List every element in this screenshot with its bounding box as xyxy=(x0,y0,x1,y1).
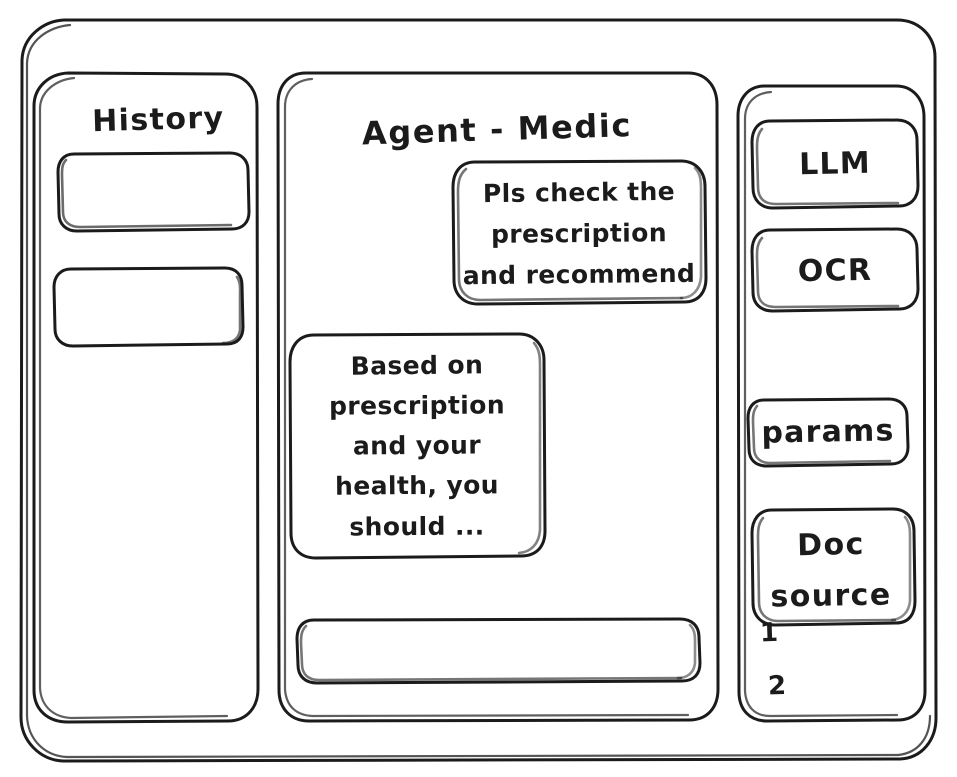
history-title: History xyxy=(92,101,225,140)
llm-button[interactable] xyxy=(750,118,920,210)
doc-source-box[interactable] xyxy=(750,507,917,627)
assistant-message-line-3: and your xyxy=(353,430,482,460)
history-panel xyxy=(32,71,260,724)
agent-panel xyxy=(276,71,720,723)
llm-button-label: LLM xyxy=(799,146,871,182)
history-item-2[interactable] xyxy=(52,266,245,348)
doc-source-line-1: Doc xyxy=(797,527,865,563)
params-button-label: params xyxy=(761,413,895,450)
doc-source-list-item-2[interactable]: 2 xyxy=(767,671,787,702)
app-window-frame xyxy=(19,18,938,763)
user-message-line-1: Pls check the xyxy=(483,177,675,208)
ocr-button-label: OCR xyxy=(798,253,873,289)
agent-title: Agent - Medic xyxy=(361,106,632,152)
tools-panel xyxy=(736,84,927,723)
user-message-line-3: and recommend xyxy=(463,259,696,290)
history-item-1[interactable] xyxy=(56,151,251,233)
assistant-message-line-5: should ... xyxy=(349,512,485,542)
assistant-message-line-1: Based on xyxy=(351,350,484,380)
params-button[interactable] xyxy=(746,397,910,468)
doc-source-list-item-1[interactable]: 1 xyxy=(759,618,779,649)
doc-source-line-2: source xyxy=(770,577,892,614)
ocr-button[interactable] xyxy=(750,227,920,313)
assistant-message-bubble xyxy=(288,332,547,560)
user-message-line-2: prescription xyxy=(491,218,667,249)
assistant-message-line-4: health, you xyxy=(335,470,499,500)
assistant-message-line-2: prescription xyxy=(329,390,505,420)
message-input[interactable] xyxy=(295,617,702,685)
user-message-bubble xyxy=(451,159,708,306)
